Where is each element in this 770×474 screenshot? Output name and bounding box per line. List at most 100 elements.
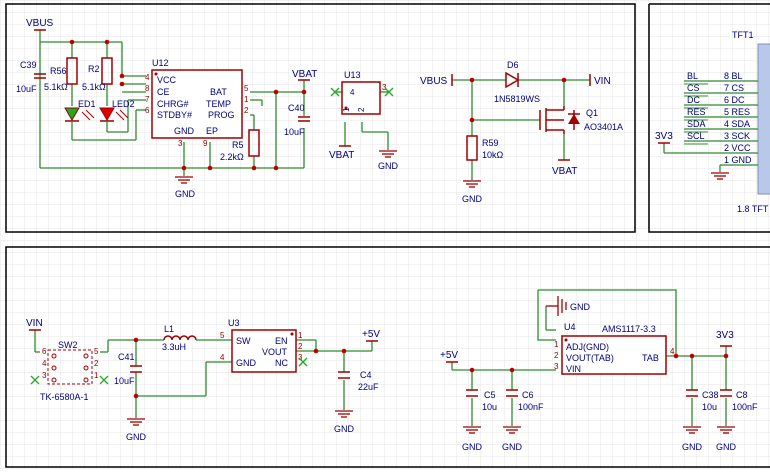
u12-num-3: 3 xyxy=(178,139,183,148)
u4-ldo-ic: U4 AMS1117-3.3 ADJ(GND) VOUT(TAB) VIN TA… xyxy=(554,322,675,375)
ldo-gnd-top: GND xyxy=(546,296,591,316)
u3-ref: U3 xyxy=(228,318,240,328)
led2-led: LED2 xyxy=(99,99,135,122)
vbus-power-flag: VBUS xyxy=(26,18,54,31)
u12-pin-temp: TEMP xyxy=(206,99,231,109)
block-tft: TFT1 BL CS DC RES SDA SCL xyxy=(655,30,770,214)
u3-num-3: 3 xyxy=(298,353,303,362)
tft-pin-3: 3 SCK xyxy=(724,131,750,141)
boost-gnd-symbols xyxy=(127,410,353,426)
u12-pin-prog: PROG xyxy=(208,110,235,120)
u4-num-3: 3 xyxy=(554,362,559,371)
u12-pin-bat: BAT xyxy=(210,87,227,97)
c8-value: 100nF xyxy=(732,402,758,412)
ldo-junctions xyxy=(469,353,729,373)
u4-pin-adj: ADJ(GND) xyxy=(566,342,609,352)
ed1-led: ED1 xyxy=(64,99,96,122)
tft-pin-8: 8 BL xyxy=(724,71,743,81)
u4-num-1: 1 xyxy=(554,340,559,349)
block-boost: VIN SW2 6 4 3 5 2 1 TK-6580A-1 xyxy=(26,318,380,442)
c40-ref: C40 xyxy=(288,103,305,113)
boost-gnd-label-2: GND xyxy=(334,424,355,434)
sw2-pin-1: 1 xyxy=(94,371,99,380)
u13-pin-1: 1 xyxy=(342,107,351,112)
sw2-nc-marks xyxy=(30,375,109,385)
u12-num-1: 1 xyxy=(244,95,249,104)
u4-ref: U4 xyxy=(564,322,576,332)
c39-value: 10uF xyxy=(16,84,37,94)
tft-footer: 1.8 TFT xyxy=(737,204,769,214)
charger-gnd-symbol: GND xyxy=(175,176,196,199)
u12-num-7: 7 xyxy=(145,95,150,104)
r5-resistor: R5 2.2kΩ xyxy=(220,129,260,162)
c40-capacitor: C40 10uF xyxy=(284,103,310,137)
u12-num-6: 6 xyxy=(145,106,150,115)
vbat2-label: VBAT xyxy=(552,166,577,177)
block-power-path: VBUS D6 1N5819WS VIN Q1 AO3401A xyxy=(420,60,623,204)
q1-pmos xyxy=(539,106,580,134)
u3-boost-ic: U3 SW GND EN VOUT NC 5 4 1 2 3 xyxy=(220,318,308,373)
vbus2-label: VBUS xyxy=(420,76,448,87)
c6-value: 100nF xyxy=(518,402,544,412)
c4-value: 22uF xyxy=(358,382,379,392)
ldo-gnd-label-2: GND xyxy=(502,442,523,452)
c41-ref: C41 xyxy=(118,352,135,362)
u12-pin-stdby: STDBY# xyxy=(157,110,192,120)
sw2-pin-5: 5 xyxy=(94,347,99,356)
vbus-label: VBUS xyxy=(26,18,54,29)
c4-capacitor: C4 22uF xyxy=(338,370,379,392)
power-path-gnd-label: GND xyxy=(462,194,483,204)
u13-vbat-label: VBAT xyxy=(329,150,354,161)
tft-title: TFT1 xyxy=(732,30,754,40)
charger-junctions xyxy=(69,39,307,171)
tft-net-scl: SCL xyxy=(687,131,705,141)
u4-pin-vout: VOUT(TAB) xyxy=(566,353,614,363)
sw2-ref: SW2 xyxy=(58,340,78,350)
u4-num-4: 4 xyxy=(670,347,675,356)
c39-ref: C39 xyxy=(20,60,37,70)
c4-ref: C4 xyxy=(360,370,372,380)
r56-value: 5.1kΩ xyxy=(44,82,68,92)
u12-ref: U12 xyxy=(152,58,169,68)
power-path-junctions xyxy=(469,77,567,123)
power-path-gnd: GND xyxy=(462,180,483,204)
boost-vin-flag: VIN xyxy=(26,318,43,331)
charger-wires xyxy=(39,30,389,176)
c39-capacitor: C39 10uF xyxy=(16,60,46,94)
u13-pin-3: 3 xyxy=(382,83,387,92)
ldo-5v-label: +5V xyxy=(440,350,458,361)
u3-num-1: 1 xyxy=(298,331,303,340)
ldo-gnd-label-4: GND xyxy=(716,442,737,452)
boost-gnd-label-1: GND xyxy=(126,432,147,442)
r2-ref: R2 xyxy=(88,64,100,74)
tft-net-dc: DC xyxy=(687,95,700,105)
ldo-gnd-top-label: GND xyxy=(570,302,591,312)
tft-net-cs: CS xyxy=(687,83,700,93)
u13-nc-marks xyxy=(330,87,394,97)
boost-junctions xyxy=(133,337,347,399)
u12-pin-ep: EP xyxy=(206,126,218,136)
u4-pin-tab: TAB xyxy=(642,353,659,363)
q1-ref: Q1 xyxy=(586,108,598,118)
vbat-label: VBAT xyxy=(292,69,317,80)
d6-schottky-diode: D6 1N5819WS xyxy=(494,60,540,104)
sw2-pin-6: 6 xyxy=(42,347,47,356)
u13-gnd-label: GND xyxy=(378,161,399,171)
boost-vin-label: VIN xyxy=(26,318,43,329)
c8-capacitor: C8 100nF xyxy=(720,389,758,412)
u12-num-9: 9 xyxy=(203,139,208,148)
sw2-slide-switch: SW2 6 4 3 5 2 1 TK-6580A-1 xyxy=(30,340,109,402)
tft-net-sda: SDA xyxy=(687,119,706,129)
block-ldo: GND U4 AMS1117-3.3 ADJ(GND) VOUT(TAB) VI… xyxy=(440,289,758,452)
tft-net-res: RES xyxy=(687,107,706,117)
c41-capacitor: C41 10uF xyxy=(114,352,142,386)
power-path-wires xyxy=(452,79,590,180)
u13-protection-ic: U13 4 3 1 2 VBAT GND xyxy=(329,70,399,171)
u12-charger-ic: U12 VCC CE CHRG# STDBY# BAT TEMP PROG GN… xyxy=(145,58,249,148)
tft-3v3-label: 3V3 xyxy=(655,131,673,142)
u12-pin-gnd: GND xyxy=(174,126,195,136)
tft-pin-2: 2 VCC xyxy=(724,143,751,153)
